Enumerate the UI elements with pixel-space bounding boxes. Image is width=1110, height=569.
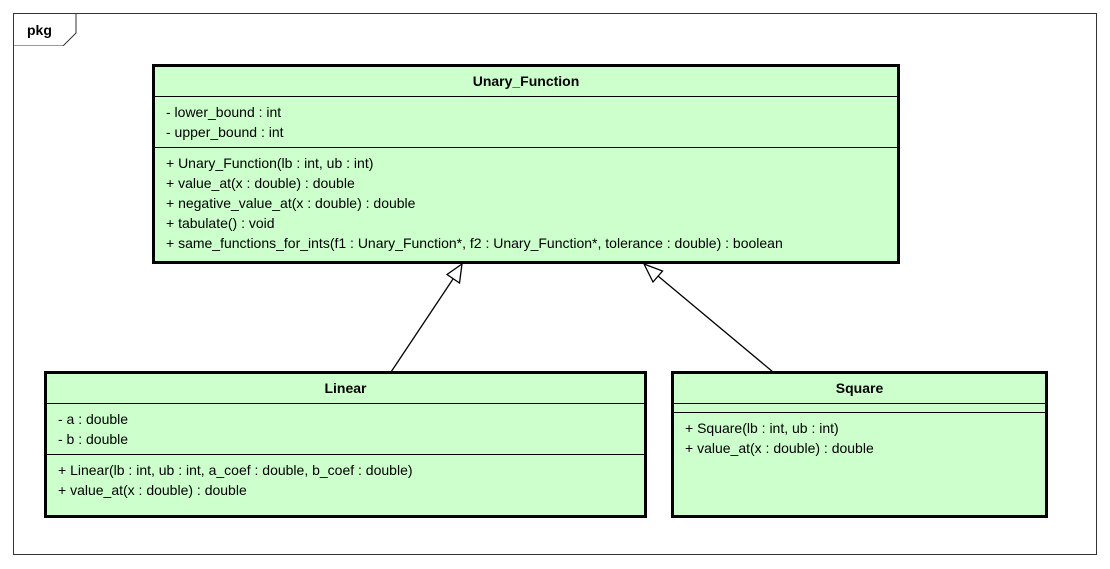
attributes-compartment: - a : double - b : double	[47, 404, 644, 455]
package-frame	[13, 13, 1097, 555]
package-label: pkg	[27, 22, 52, 38]
class-square[interactable]: Square + Square(lb : int, ub : int) + va…	[671, 371, 1048, 518]
attribute: - lower_bound : int	[166, 104, 282, 120]
operation: + value_at(x : double) : double	[166, 175, 355, 191]
class-unary-function[interactable]: Unary_Function - lower_bound : int - upp…	[152, 64, 900, 264]
operations-compartment: + Linear(lb : int, ub : int, a_coef : do…	[47, 455, 644, 505]
operation: + negative_value_at(x : double) : double	[166, 195, 416, 211]
operations-compartment: + Unary_Function(lb : int, ub : int) + v…	[155, 148, 897, 258]
generalization-linear	[390, 262, 463, 373]
attributes-compartment: - lower_bound : int - upper_bound : int	[155, 97, 897, 148]
attribute: - b : double	[58, 431, 129, 447]
operation: + Square(lb : int, ub : int)	[685, 420, 839, 436]
class-linear[interactable]: Linear - a : double - b : double + Linea…	[44, 371, 647, 518]
attribute: - a : double	[58, 411, 129, 427]
generalization-square	[642, 262, 774, 373]
operation: + value_at(x : double) : double	[685, 440, 874, 456]
operation: + Linear(lb : int, ub : int, a_coef : do…	[58, 462, 413, 478]
class-name: Unary_Function	[155, 67, 897, 97]
package-tab	[13, 13, 77, 46]
class-name: Square	[674, 374, 1045, 404]
operation: + tabulate() : void	[166, 215, 275, 231]
attributes-compartment	[674, 404, 1045, 413]
operation: + Unary_Function(lb : int, ub : int)	[166, 155, 374, 171]
attribute: - upper_bound : int	[166, 124, 284, 140]
operations-compartment: + Square(lb : int, ub : int) + value_at(…	[674, 413, 1045, 463]
class-name: Linear	[47, 374, 644, 404]
inheritance-arrowhead	[642, 262, 664, 284]
operation: + same_functions_for_ints(f1 : Unary_Fun…	[166, 235, 783, 251]
inheritance-arrowhead	[445, 262, 463, 285]
operation: + value_at(x : double) : double	[58, 482, 247, 498]
